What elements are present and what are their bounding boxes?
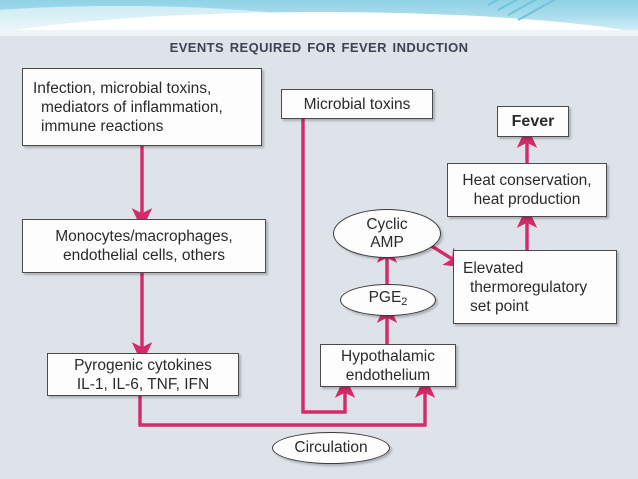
node-hypothalamic-endothelium[interactable]: Hypothalamic endothelium bbox=[320, 344, 456, 387]
node-heat-line1: Heat conservation, bbox=[462, 172, 592, 189]
node-monocytes-line1: Monocytes/macrophages, bbox=[55, 228, 233, 245]
node-elevated-setpoint[interactable]: Elevated thermoregulatory set point bbox=[453, 250, 617, 324]
node-cyclic-amp[interactable]: Cyclic AMP bbox=[333, 209, 441, 258]
node-stimuli[interactable]: Infection, microbial toxins, mediators o… bbox=[22, 68, 262, 146]
node-cytokines-line2: IL-1, IL-6, TNF, IFN bbox=[76, 375, 210, 393]
banner-swoosh bbox=[0, 12, 638, 34]
node-pge2[interactable]: PGE2 bbox=[340, 284, 436, 316]
banner-stripes bbox=[458, 0, 638, 34]
node-cyclic-amp-line1: Cyclic bbox=[366, 215, 408, 233]
node-monocytes[interactable]: Monocytes/macrophages, endothelial cells… bbox=[22, 219, 266, 273]
node-fever-label: Fever bbox=[511, 113, 555, 130]
node-cytokines-line1: Pyrogenic cytokines bbox=[74, 356, 212, 374]
banner-edge bbox=[0, 30, 638, 36]
node-fever[interactable]: Fever bbox=[497, 106, 569, 137]
node-hypothalamic-line2: endothelium bbox=[345, 366, 431, 384]
node-elevated-line1: Elevated bbox=[463, 259, 524, 277]
node-microbial-toxins-label: Microbial toxins bbox=[303, 95, 411, 113]
banner-decoration bbox=[0, 0, 638, 34]
node-stimuli-line2: mediators of inflammation, bbox=[41, 98, 223, 116]
node-heat-line2: heat production bbox=[473, 191, 581, 208]
node-stimuli-line3: immune reactions bbox=[41, 117, 164, 135]
node-microbial-toxins[interactable]: Microbial toxins bbox=[281, 89, 433, 119]
node-stimuli-line1: Infection, microbial toxins, bbox=[33, 79, 212, 97]
page-title: Events Required for Fever Induction bbox=[169, 36, 469, 57]
node-circulation[interactable]: Circulation bbox=[272, 432, 390, 464]
node-hypothalamic-line1: Hypothalamic bbox=[341, 347, 435, 365]
node-heat-conservation[interactable]: Heat conservation, heat production bbox=[447, 163, 607, 217]
node-cyclic-amp-line2: AMP bbox=[370, 233, 404, 251]
node-elevated-line3: set point bbox=[470, 297, 529, 315]
node-circulation-label: Circulation bbox=[294, 439, 368, 456]
node-elevated-line2: thermoregulatory bbox=[470, 278, 588, 296]
node-pyrogenic-cytokines[interactable]: Pyrogenic cytokines IL-1, IL-6, TNF, IFN bbox=[47, 353, 239, 396]
node-pge2-label: PGE2 bbox=[368, 289, 408, 308]
node-monocytes-line2: endothelial cells, others bbox=[63, 247, 225, 264]
